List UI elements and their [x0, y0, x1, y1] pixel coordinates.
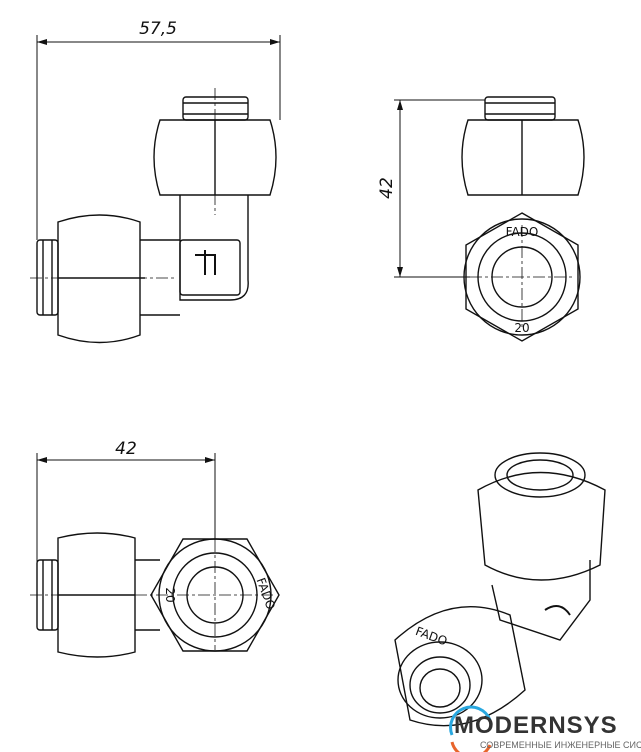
size-mark-top: 20	[163, 587, 177, 602]
size-mark-front: 20	[514, 321, 529, 335]
watermark-logo: MODERNSYS СОВРЕМЕННЫЕ ИНЖЕНЕРНЫЕ СИСТЕМЫ	[444, 708, 641, 752]
dim-42-vertical: 42	[377, 177, 397, 199]
logo-tagline: СОВРЕМЕННЫЕ ИНЖЕНЕРНЫЕ СИСТЕМЫ	[480, 740, 641, 750]
logo-arc-blue	[449, 705, 492, 736]
dim-57-5: 57,5	[139, 19, 177, 39]
brand-mark-front: FADO	[506, 225, 539, 239]
front-view	[394, 96, 585, 342]
brand-mark-iso: FADO	[414, 624, 450, 648]
logo-arc-orange	[450, 741, 492, 752]
side-view	[30, 35, 281, 344]
dim-42-horizontal: 42	[115, 439, 137, 459]
top-view	[30, 453, 280, 658]
logo-name: MODERNSYS	[454, 712, 618, 739]
isometric-view	[394, 452, 606, 727]
